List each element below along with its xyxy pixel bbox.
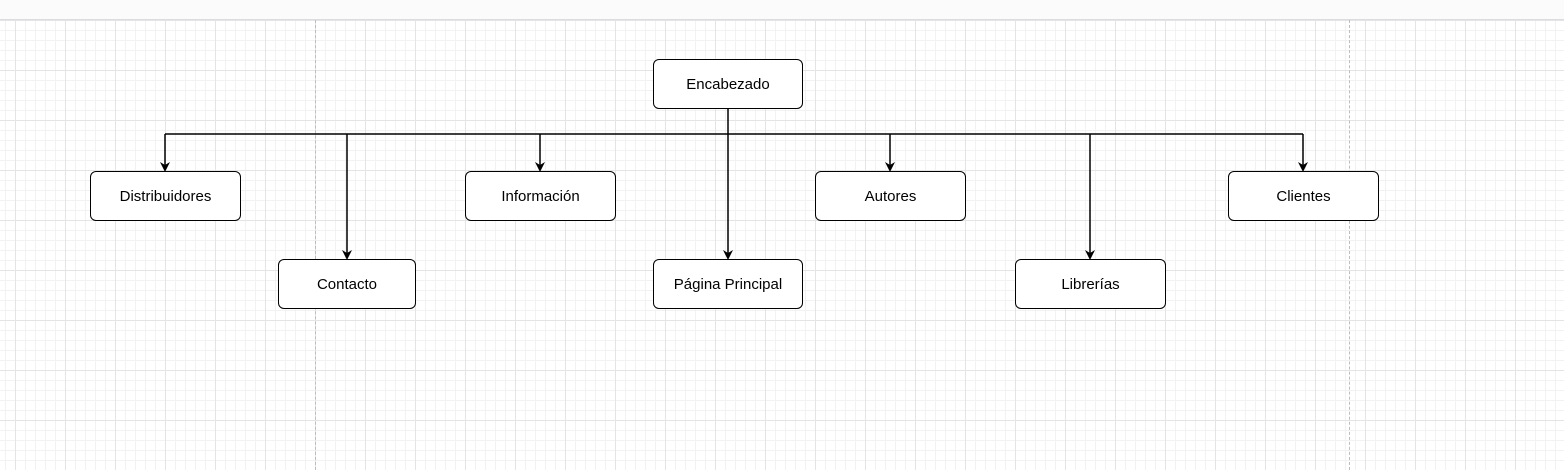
node-label: Distribuidores: [119, 187, 212, 205]
node-label: Librerías: [1061, 275, 1120, 293]
node-pagina-principal[interactable]: Página Principal: [653, 259, 803, 309]
node-label: Información: [501, 187, 580, 205]
page-break-line: [315, 20, 316, 470]
node-informacion[interactable]: Información: [465, 171, 616, 221]
node-distribuidores[interactable]: Distribuidores: [90, 171, 241, 221]
node-contacto[interactable]: Contacto: [278, 259, 416, 309]
node-label: Página Principal: [673, 275, 783, 293]
toolbar-strip: [0, 0, 1564, 20]
node-label: Clientes: [1276, 187, 1331, 205]
node-encabezado[interactable]: Encabezado: [653, 59, 803, 109]
page-break-line: [1349, 20, 1350, 470]
node-label: Autores: [864, 187, 917, 205]
node-label: Encabezado: [686, 75, 770, 93]
node-label: Contacto: [316, 275, 378, 293]
node-clientes[interactable]: Clientes: [1228, 171, 1379, 221]
node-librerias[interactable]: Librerías: [1015, 259, 1166, 309]
node-autores[interactable]: Autores: [815, 171, 966, 221]
